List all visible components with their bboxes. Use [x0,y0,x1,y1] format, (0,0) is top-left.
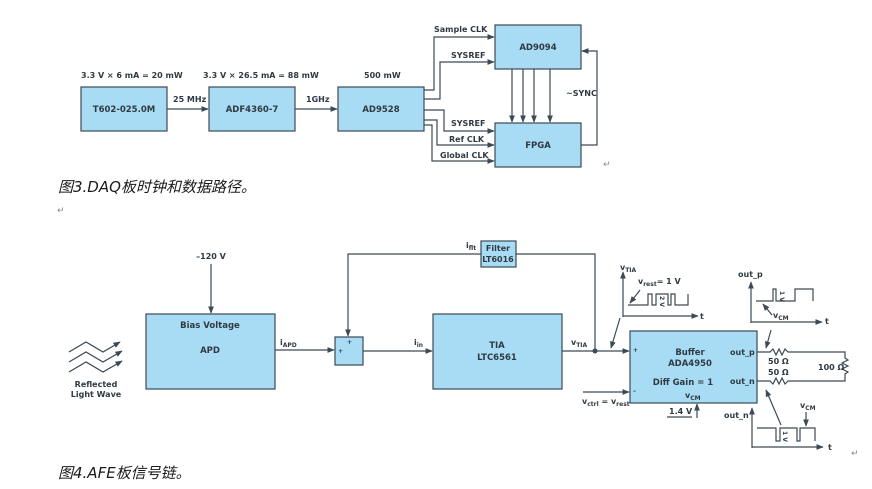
figure3-diagram: 3.3 V × 6 mA = 20 mW 3.3 V × 26.5 mA = 8… [80,24,598,168]
sum-plus-left: + [338,348,343,355]
wire-sysref-adc [424,59,495,100]
outn-wave-axis: out_n [724,411,749,420]
res-p-label: 50 Ω [768,357,789,366]
apd-title: Bias Voltage [180,321,240,331]
global-clk-label: Global CLK [440,151,489,160]
v-tia-label: vTIA [571,338,588,349]
buffer-part: ADA4950 [668,359,712,369]
bias-voltage-label: –120 V [196,252,226,261]
block-apd: Bias Voltage APD [145,313,276,390]
light-label-2: Light Wave [71,390,122,399]
block-clk: AD9528 [337,86,425,132]
buffer-gain: Diff Gain = 1 [653,378,714,388]
tia-wave-t: t [700,312,704,321]
tia-part: LTC6561 [477,353,517,363]
outp-wave-amp: 1 V [778,291,785,302]
vctrl-label: 1.4 V [669,407,693,416]
tia-wave-amp: 2 V [658,296,665,307]
pll-clk-freq: 1GHz [306,95,330,104]
buffer-out-p: out_p [730,348,755,357]
block-pll: ADF4360-7 [208,86,296,132]
light-label-1: Reflected [75,380,118,389]
apd-name: APD [200,346,220,356]
block-adc-label: AD9094 [519,43,556,53]
i-in-label: iin [414,338,423,349]
tia-wave-rest: vrest= 1 V [638,277,682,288]
block-fpga: FPGA [494,122,582,168]
outn-wave-vcm: vCM [800,401,816,412]
outn-wave-amp: 1 V [781,431,788,442]
block-clk-label: AD9528 [362,105,399,115]
sample-clk-label: Sample CLK [434,25,488,34]
outp-waveform: out_p t vCM 1 V [738,270,829,349]
buffer-plus: + [633,347,638,354]
figure4-diagram: Reflected Light Wave –120 V Bias Voltage… [68,240,850,452]
osc-power-label: 3.3 V × 6 mA = 20 mW [81,71,183,80]
block-fpga-label: FPGA [525,141,551,151]
outp-wave-t: t [825,317,829,326]
tia-wave-axis: vTIA [620,263,637,274]
wire-sample-clk [424,34,495,91]
wire-ref-clk [424,119,495,148]
res-load-label: 100 Ω [818,363,844,372]
filter-part: LT6016 [482,255,514,264]
figure3-caption: 图3.DAQ板时钟和数据路径。 [58,178,256,196]
filter-title: Filter [486,244,510,253]
wire-feedback-left [345,253,481,337]
tia-title: TIA [489,341,505,351]
figure4-caption: 图4.AFE板信号链。 [58,464,191,482]
paragraph-mark: ↵ [57,206,65,216]
sum-plus-top: + [347,339,352,346]
buffer-title: Buffer [675,348,705,358]
i-apd-label: iAPD [280,338,297,349]
res-n-label: 50 Ω [768,368,789,377]
block-filter: Filter LT6016 [480,240,517,268]
junction-dot [592,348,598,354]
tia-waveform: vTIA t vrest= 1 V 2 V [610,263,704,349]
ref-clk-label: Ref CLK [449,135,485,144]
wire-sysref-fpga [424,109,495,134]
sysref-fpga-label: SYSREF [451,119,485,128]
osc-pll-freq: 25 MHz [173,95,207,104]
outn-wave-t: t [828,443,832,452]
i-flt-label: iflt [466,241,476,252]
wire-sync [581,48,598,146]
buffer-out-n: out_n [730,377,755,386]
sync-label: ~SYNC [566,89,597,98]
resistor-network: 50 Ω 50 Ω 100 Ω [757,347,850,386]
outp-wave-axis: out_p [738,270,763,279]
paragraph-mark: ↵ [851,449,859,459]
clk-power-label: 500 mW [364,71,401,80]
block-pll-label: ADF4360-7 [226,105,279,115]
block-osc-label: T602-025.0M [93,105,155,115]
block-tia: TIA LTC6561 [432,313,563,390]
block-buffer: + – Buffer ADA4950 Diff Gain = 1 vCM out… [629,330,758,404]
summing-node: + + [334,336,364,366]
sysref-adc-label: SYSREF [451,51,485,60]
paragraph-mark: ↵ [603,160,611,170]
block-osc: T602-025.0M [80,86,168,132]
buffer-vcm: vCM [685,391,701,402]
outn-waveform: out_n t vCM 1 V [724,389,832,452]
vref-label: vctrl = vrest [582,397,630,408]
pll-power-label: 3.3 V × 26.5 mA = 88 mW [203,71,319,80]
light-wave-icon [68,341,123,373]
wire-feedback-right [516,253,596,350]
block-adc: AD9094 [494,24,582,70]
outp-wave-vcm: vCM [773,311,789,322]
buffer-minus: – [633,388,636,395]
wire-global-clk [424,124,495,164]
